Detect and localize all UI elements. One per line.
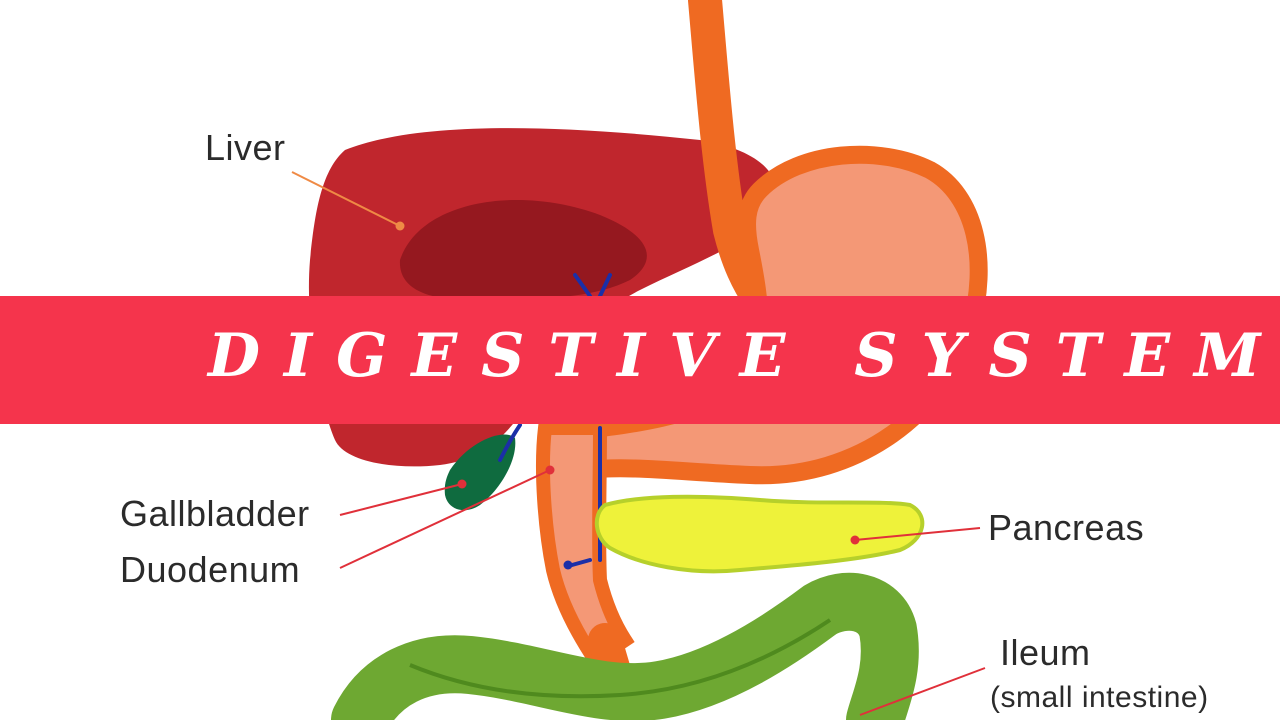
banner-title: DIGESTIVE SYSTEM bbox=[208, 321, 1280, 391]
pancreas-label: Pancreas bbox=[988, 507, 1145, 548]
title-banner bbox=[0, 296, 1280, 424]
gallbladder-label: Gallbladder bbox=[120, 493, 310, 534]
large-intestine bbox=[331, 572, 919, 720]
leader-dots bbox=[395, 221, 860, 570]
liver-dark-lobe bbox=[399, 200, 647, 300]
liver-label: Liver bbox=[205, 127, 286, 168]
duodenum-label: Duodenum bbox=[120, 549, 301, 590]
ileum-label: Ileum bbox=[1000, 632, 1091, 673]
leader-lines bbox=[291, 171, 986, 716]
gallbladder bbox=[444, 434, 516, 511]
pancreas bbox=[594, 494, 925, 574]
large-intestine-highlight bbox=[409, 618, 832, 699]
ileum-sublabel: (small intestine) bbox=[990, 681, 1209, 714]
